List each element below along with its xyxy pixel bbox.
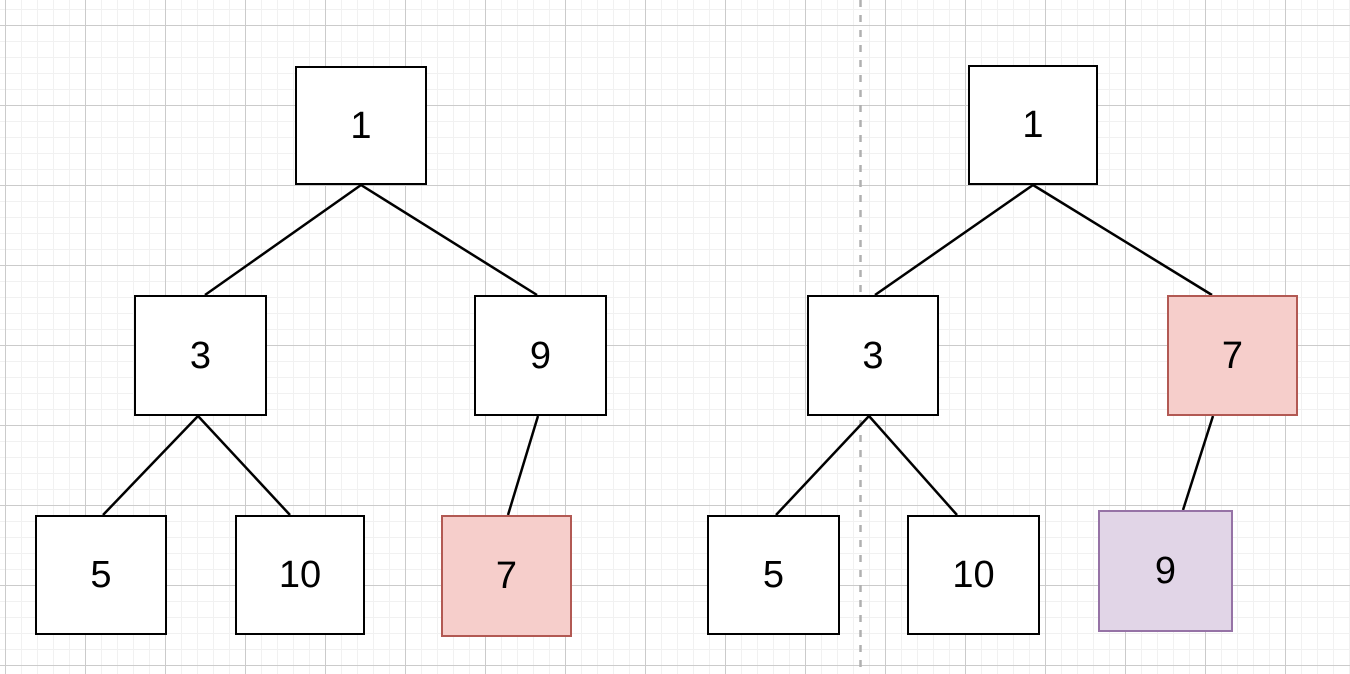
- tree-edge-left-3-10[interactable]: [197, 415, 291, 516]
- tree-edge-right-7-9[interactable]: [1181, 415, 1215, 511]
- node-label: 5: [90, 554, 112, 596]
- node-label: 10: [952, 554, 995, 596]
- node-label: 9: [1154, 550, 1177, 592]
- tree-edge-left-1-9[interactable]: [360, 183, 538, 297]
- node-label: 1: [1022, 104, 1044, 146]
- tree-node-right-1[interactable]: 1: [968, 65, 1098, 185]
- tree-edge-left-3-5[interactable]: [102, 415, 199, 516]
- tree-edge-right-3-5[interactable]: [775, 415, 870, 516]
- tree-node-left-5[interactable]: 5: [35, 515, 167, 635]
- tree-edge-right-3-10[interactable]: [868, 415, 958, 516]
- node-label: 7: [1221, 334, 1244, 377]
- tree-node-right-3[interactable]: 3: [807, 295, 939, 416]
- tree-node-left-3[interactable]: 3: [134, 295, 267, 416]
- tree-node-right-10[interactable]: 10: [907, 515, 1040, 635]
- tree-edge-right-1-3[interactable]: [874, 183, 1034, 297]
- node-label: 9: [529, 334, 552, 377]
- tree-edge-right-1-7[interactable]: [1032, 183, 1213, 297]
- tree-node-right-7[interactable]: 7: [1167, 295, 1298, 416]
- tree-node-right-9[interactable]: 9: [1098, 510, 1233, 632]
- tree-node-left-9[interactable]: 9: [474, 295, 607, 416]
- node-label: 1: [350, 104, 372, 147]
- node-label: 3: [862, 334, 884, 377]
- tree-node-left-10[interactable]: 10: [235, 515, 365, 635]
- node-label: 5: [762, 554, 785, 596]
- tree-edge-left-1-3[interactable]: [204, 183, 362, 297]
- tree-node-left-1[interactable]: 1: [295, 66, 427, 185]
- node-label: 10: [278, 554, 322, 596]
- node-label: 7: [495, 555, 518, 597]
- node-label: 3: [189, 334, 212, 377]
- tree-node-left-7[interactable]: 7: [441, 515, 572, 637]
- tree-node-right-5[interactable]: 5: [707, 515, 840, 635]
- tree-edge-left-9-7[interactable]: [506, 415, 540, 516]
